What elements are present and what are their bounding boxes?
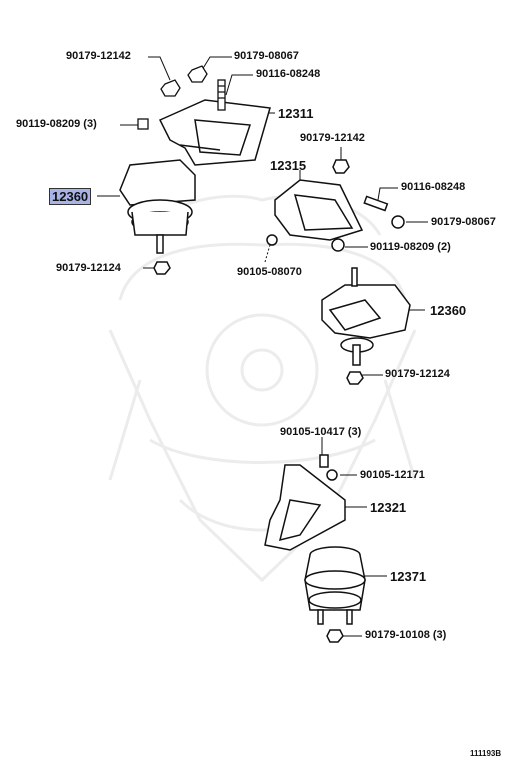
insulator-12371 bbox=[304, 546, 366, 643]
label-nut-12124-left: 90179-12124 bbox=[56, 262, 121, 274]
label-nut-08067-top: 90179-08067 bbox=[234, 50, 299, 62]
label-nut-10108: 90179-10108 (3) bbox=[365, 629, 447, 641]
label-nut-08067-right: 90179-08067 bbox=[431, 216, 496, 228]
label-nut-12142-top: 90179-12142 bbox=[66, 50, 131, 62]
figure-number: 111193B bbox=[470, 749, 502, 758]
label-nut-12142-right: 90179-12142 bbox=[300, 132, 365, 144]
label-insulator-12360-left: 12360 bbox=[49, 188, 92, 205]
bracket-12311 bbox=[158, 99, 271, 166]
label-bolt-10417: 90105-10417 (3) bbox=[280, 426, 362, 438]
label-stud-08248-top: 90116-08248 bbox=[256, 68, 321, 80]
insulator-12360-right bbox=[321, 267, 411, 385]
label-stud-08248-right: 90116-08248 bbox=[401, 181, 466, 193]
leader-lines bbox=[97, 56, 428, 637]
bracket-12321 bbox=[264, 454, 346, 551]
bracket-12315 bbox=[266, 159, 405, 252]
insulator-12360-left bbox=[119, 159, 196, 275]
label-bolt-08209-right: 90119-08209 (2) bbox=[370, 241, 451, 253]
label-bolt-08209-left: 90119-08209 (3) bbox=[16, 118, 97, 130]
label-bracket-12321: 12321 bbox=[370, 500, 407, 515]
label-insulator-12360-right: 12360 bbox=[430, 303, 467, 318]
label-bracket-12315: 12315 bbox=[270, 158, 307, 173]
label-bracket-12311: 12311 bbox=[278, 106, 314, 121]
top-fasteners bbox=[137, 65, 226, 130]
label-bolt-08070: 90105-08070 bbox=[237, 266, 302, 278]
label-insulator-12371: 12371 bbox=[390, 569, 427, 584]
label-bolt-12171: 90105-12171 bbox=[360, 469, 425, 481]
label-nut-12124-right: 90179-12124 bbox=[385, 368, 450, 380]
